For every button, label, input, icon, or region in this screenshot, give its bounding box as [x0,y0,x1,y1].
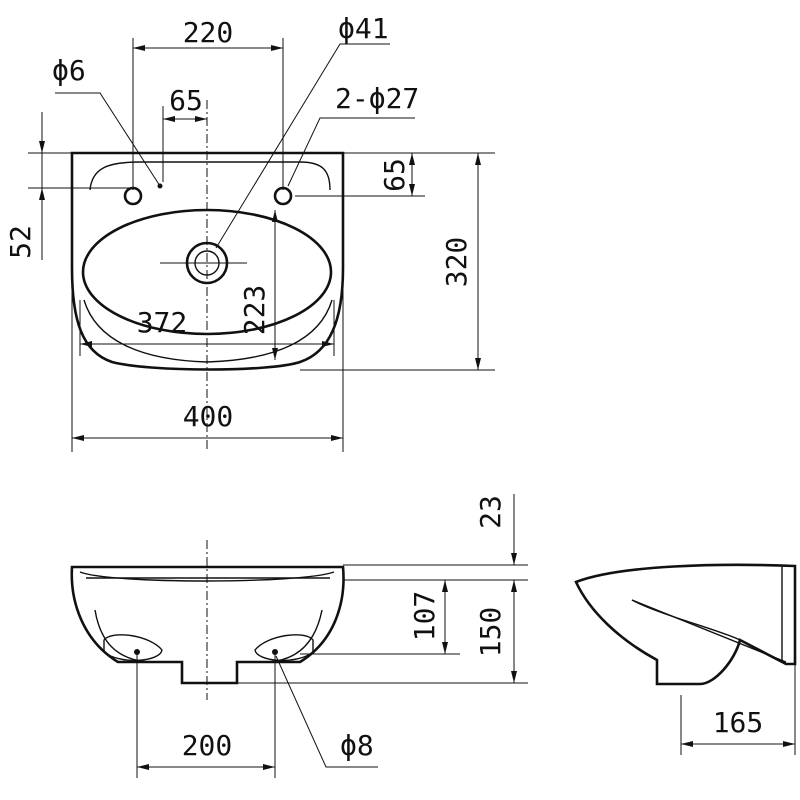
dim-center-to-hole: 65 [169,84,203,117]
dim-hole-spacing: 220 [183,16,234,49]
mount-hole-right [272,649,278,655]
side-view: 165 [574,563,797,755]
mount-hole-left [134,649,140,655]
dim-width-overall: 400 [183,400,234,433]
dim-rim-to-hole-left: 52 [4,225,37,259]
dim-center-to-front: 223 [238,285,271,336]
label-mount-hole: ϕ8 [340,729,374,762]
dim-total-height: 150 [474,607,507,658]
dim-bowl-depth: 107 [408,591,441,642]
tap-hole-left [123,186,143,206]
dim-rim-height: 23 [474,495,507,529]
label-drain-diameter: ϕ41 [338,12,389,45]
basin-outline [70,151,345,371]
dim-depth-overall: 320 [440,237,473,288]
label-small-hole: ϕ6 [52,54,86,87]
mount-boss-left [103,634,163,662]
mount-boss-right [254,634,314,662]
front-left-curve [94,609,151,663]
tap-hole-right [273,186,293,206]
label-tap-holes: 2-ϕ27 [335,82,419,115]
front-view: 23 107 150 200 ϕ8 [70,494,528,778]
dim-rim-to-hole-right: 65 [378,158,411,192]
basin-shelf-edge [89,161,331,191]
bowl-rim-lower [83,299,333,363]
dim-mount-spacing: 200 [182,729,233,762]
plan-view: 220 65 ϕ6 ϕ41 2-ϕ27 52 65 [4,12,495,452]
dim-projection: 165 [713,706,764,739]
side-outline [574,563,797,686]
front-outline [70,565,345,685]
dim-bowl-width: 372 [137,306,188,339]
front-rim-inner [79,571,335,582]
side-bowl-curve [631,599,741,641]
